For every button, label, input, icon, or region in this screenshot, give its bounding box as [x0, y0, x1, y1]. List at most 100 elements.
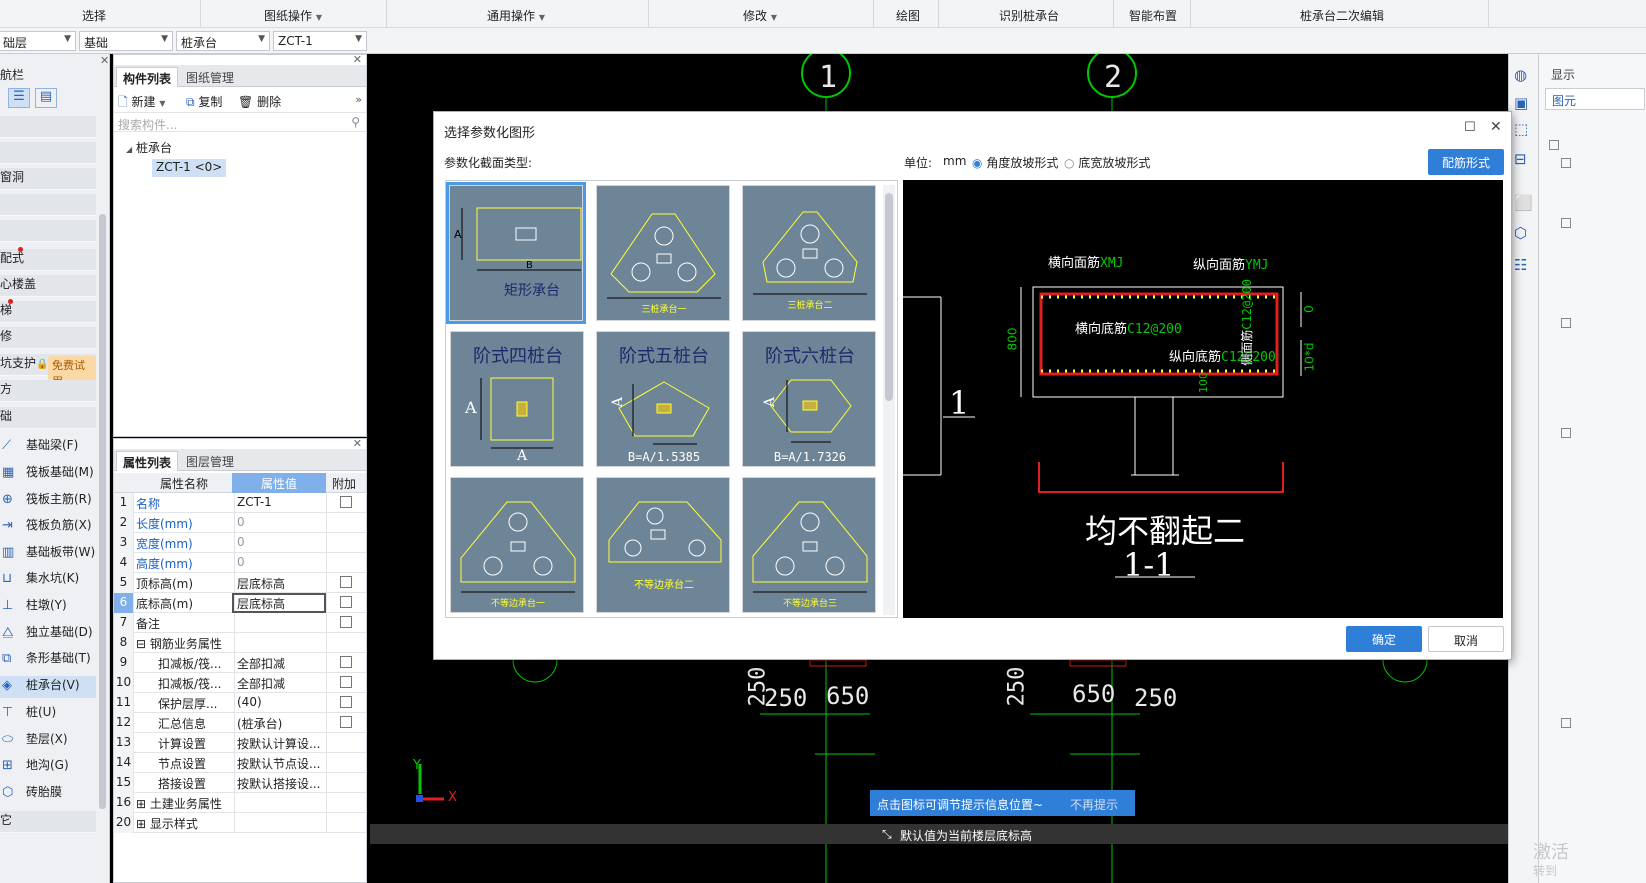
expand-icon[interactable]: ⊞: [136, 797, 150, 811]
active-cell-border[interactable]: [232, 593, 326, 613]
shape-unequal-cap-1[interactable]: 不等边承台一: [450, 477, 584, 613]
extra-checkbox[interactable]: [340, 576, 352, 588]
cube-icon[interactable]: ⬚: [1514, 120, 1529, 138]
radio-angle-slope[interactable]: ◉ 角度放坡形式: [972, 154, 1058, 171]
tab-component-list[interactable]: 构件列表: [116, 67, 179, 87]
property-value[interactable]: [234, 613, 326, 633]
checkbox[interactable]: [1561, 718, 1571, 728]
nav-pile[interactable]: ⊤桩(U): [0, 703, 96, 725]
shape-stepped-six-pile[interactable]: 阶式六桩台 A B=A/1.7326: [742, 331, 876, 467]
property-value[interactable]: 全部扣减: [234, 673, 326, 693]
shape-unequal-cap-3[interactable]: 不等边承台三: [742, 477, 876, 613]
menu-general-ops[interactable]: 通用操作 ▼: [487, 7, 545, 24]
ok-button[interactable]: 确定: [1346, 626, 1422, 652]
menu-pile-cap-edit[interactable]: 桩承台二次编辑: [1300, 9, 1385, 23]
scrollbar[interactable]: [99, 214, 106, 809]
display-settings-icon[interactable]: ☷: [1514, 256, 1528, 274]
shape-stepped-four-pile[interactable]: 阶式四桩台 A A: [450, 331, 584, 467]
menu-drawing-ops[interactable]: 图纸操作 ▼: [264, 7, 322, 24]
hint-banner[interactable]: 点击图标可调节提示信息位置~ 不再提示: [870, 790, 1135, 816]
copy-button[interactable]: ⧉ 复制: [186, 93, 222, 110]
nav-isolated-footing[interactable]: ⧋独立基础(D): [0, 623, 96, 645]
nav-raft-foundation[interactable]: ▦筏板基础(M): [0, 463, 96, 485]
globe-icon[interactable]: ◍: [1514, 66, 1528, 84]
menu-draw[interactable]: 绘图: [896, 9, 921, 23]
close-icon[interactable]: ✕: [1490, 119, 1502, 135]
checkbox[interactable]: [1561, 158, 1571, 168]
shape-stepped-five-pile[interactable]: 阶式五桩台 A B=A/1.5385: [596, 331, 730, 467]
extra-checkbox[interactable]: [340, 696, 352, 708]
nav-item[interactable]: 方: [0, 380, 96, 402]
property-value[interactable]: 按默认节点设...: [234, 753, 326, 773]
property-row[interactable]: 8⊟ 钢筋业务属性: [114, 633, 366, 653]
radio-bottom-width[interactable]: ○ 底宽放坡形式: [1064, 154, 1150, 171]
rebar-form-button[interactable]: 配筋形式: [1428, 149, 1504, 175]
list-view-icon[interactable]: ☰: [8, 88, 30, 108]
delete-button[interactable]: 🗑 删除: [238, 93, 281, 110]
detail-view-icon[interactable]: ▤: [35, 88, 57, 108]
nav-pile-cap[interactable]: ◈桩承台(V): [0, 676, 96, 698]
extra-checkbox[interactable]: [340, 616, 352, 628]
property-value[interactable]: 层底标高: [234, 593, 326, 613]
scrollbar[interactable]: [885, 193, 893, 401]
checkbox[interactable]: [1549, 140, 1559, 150]
box-icon[interactable]: ⬡: [1514, 224, 1528, 242]
hint-dismiss[interactable]: 不再提示: [1070, 798, 1119, 812]
nav-item[interactable]: [0, 116, 96, 138]
property-row[interactable]: 16⊞ 土建业务属性: [114, 793, 366, 813]
property-row[interactable]: 20⊞ 显示样式: [114, 813, 366, 833]
nav-item[interactable]: 坑支护🔒免费试用: [0, 354, 96, 390]
checkbox[interactable]: [1561, 218, 1571, 228]
nav-item[interactable]: [0, 194, 96, 216]
menu-modify[interactable]: 修改 ▼: [743, 7, 777, 24]
checkbox[interactable]: [1561, 428, 1571, 438]
property-value[interactable]: [234, 633, 326, 653]
shape-rectangular-cap[interactable]: A B 矩形承台: [446, 182, 586, 324]
tab-drawing-management[interactable]: 图纸管理: [186, 71, 235, 85]
nav-item[interactable]: 它: [0, 811, 96, 833]
property-value[interactable]: [234, 813, 326, 833]
menu-smart-layout[interactable]: 智能布置: [1129, 9, 1178, 23]
nav-raft-negative-rebar[interactable]: ⇥筏板负筋(X): [0, 516, 96, 538]
property-value[interactable]: 层底标高: [234, 573, 326, 593]
extra-checkbox[interactable]: [340, 496, 352, 508]
nav-trench[interactable]: ⊞地沟(G): [0, 756, 96, 778]
nav-item[interactable]: 梯: [0, 299, 96, 323]
property-value[interactable]: [234, 793, 326, 813]
nav-column-pier[interactable]: ⊥柱墩(Y): [0, 596, 96, 618]
tab-elements[interactable]: 图元: [1545, 88, 1645, 110]
shape-three-pile-cap-1[interactable]: 三桩承台一: [596, 185, 730, 321]
tree-item-zct1[interactable]: ZCT-1 <0>: [152, 159, 227, 177]
nav-foundation-beam[interactable]: ⟋基础梁(F): [0, 436, 96, 458]
close-icon[interactable]: ✕: [352, 53, 362, 66]
checkbox[interactable]: [1561, 318, 1571, 328]
select-box-icon[interactable]: ⬜: [1514, 194, 1533, 212]
nav-item[interactable]: 础: [0, 407, 96, 429]
property-value[interactable]: 0: [234, 513, 326, 533]
menu-identify-pile-cap[interactable]: 识别桩承台: [999, 9, 1060, 23]
nav-item[interactable]: [0, 220, 96, 242]
nav-strip-footing[interactable]: ⧉条形基础(T): [0, 649, 96, 671]
close-icon[interactable]: ✕: [352, 437, 362, 450]
property-value[interactable]: ZCT-1: [234, 493, 326, 513]
shape-three-pile-cap-2[interactable]: 三桩承台二: [742, 185, 876, 321]
extra-checkbox[interactable]: [340, 676, 352, 688]
tab-property-list[interactable]: 属性列表: [116, 451, 179, 471]
nav-cushion[interactable]: ⬭垫层(X): [0, 730, 96, 752]
section-icon[interactable]: ⊟: [1514, 150, 1527, 168]
property-value[interactable]: 0: [234, 533, 326, 553]
extra-checkbox[interactable]: [340, 656, 352, 668]
type-select[interactable]: 桩承台▼: [176, 31, 270, 51]
new-button[interactable]: 🗋 新建 ▼: [118, 93, 165, 114]
property-value[interactable]: 全部扣减: [234, 653, 326, 673]
